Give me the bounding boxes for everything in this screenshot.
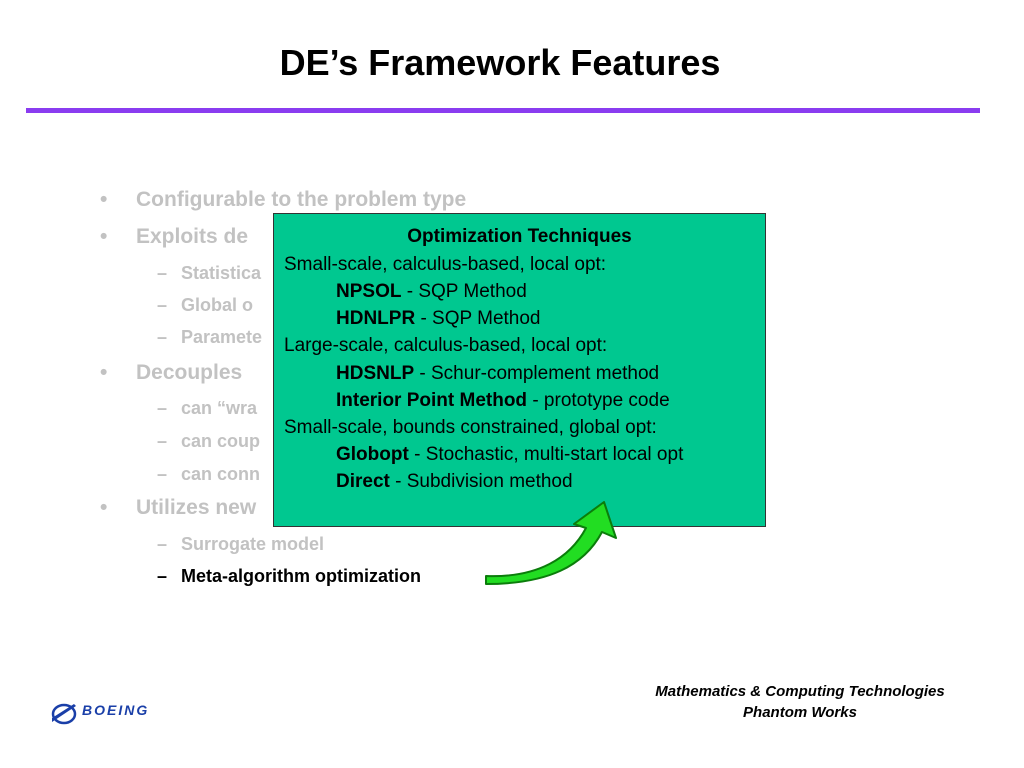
- method-name: NPSOL: [336, 281, 402, 302]
- title-divider: [26, 108, 980, 113]
- method-name: Interior Point Method: [336, 390, 528, 411]
- bullet-item: • Exploits de: [100, 225, 248, 249]
- method-line: Globopt - Stochastic, multi-start local …: [336, 444, 683, 466]
- method-desc: - SQP Method: [415, 308, 541, 329]
- bullet-text: Exploits de: [136, 225, 249, 248]
- dash-glyph: –: [157, 263, 168, 283]
- method-line: NPSOL - SQP Method: [336, 281, 527, 303]
- dash-glyph: –: [157, 431, 168, 451]
- group-label: Small-scale, calculus-based, local opt:: [284, 254, 607, 275]
- dash-glyph: –: [157, 566, 168, 586]
- sub-bullet-text: Global o: [181, 295, 253, 315]
- method-line: Interior Point Method - prototype code: [336, 390, 670, 412]
- curved-arrow-icon: [485, 501, 617, 585]
- method-name: HDSNLP: [336, 363, 415, 384]
- method-line: Direct - Subdivision method: [336, 471, 573, 493]
- bullet-glyph: •: [100, 361, 108, 384]
- sub-bullet-text: Statistica: [181, 263, 262, 283]
- sub-bullet-item: –can coup: [157, 431, 260, 452]
- method-desc: - SQP Method: [401, 281, 527, 302]
- dash-glyph: –: [157, 398, 168, 418]
- dash-glyph: –: [157, 464, 168, 484]
- sub-bullet-item: –Global o: [157, 295, 253, 316]
- bullet-text: Decouples: [136, 361, 243, 384]
- bullet-glyph: •: [100, 188, 108, 211]
- bullet-text: Configurable to the problem type: [136, 188, 467, 211]
- sub-bullet-text: can conn: [181, 464, 261, 484]
- dash-glyph: –: [157, 327, 168, 347]
- bullet-text: Utilizes new: [136, 496, 257, 519]
- method-desc: - prototype code: [527, 390, 670, 411]
- callout-heading: Optimization Techniques: [407, 226, 632, 247]
- footer-line-1: Mathematics & Computing Technologies: [655, 683, 945, 700]
- bullet-item: • Configurable to the problem type: [100, 188, 466, 212]
- boeing-logo-icon: [51, 703, 77, 725]
- method-desc: - Schur-complement method: [414, 363, 660, 384]
- slide-title: DE’s Framework Features: [279, 42, 721, 83]
- sub-bullet-item: –can conn: [157, 464, 260, 485]
- sub-bullet-item: –Paramete: [157, 327, 262, 348]
- dash-glyph: –: [157, 295, 168, 315]
- boeing-wordmark: BOEING: [82, 702, 150, 718]
- sub-bullet-text: can coup: [181, 431, 261, 451]
- sub-bullet-text: Surrogate model: [181, 534, 325, 554]
- sub-bullet-text: can “wra: [181, 398, 258, 418]
- bullet-glyph: •: [100, 496, 108, 519]
- method-name: Direct: [336, 471, 390, 492]
- sub-bullet-item-active: –Meta-algorithm optimization: [157, 566, 421, 587]
- group-label: Large-scale, calculus-based, local opt:: [284, 335, 608, 356]
- method-desc: - Stochastic, multi-start local opt: [408, 444, 684, 465]
- method-name: Globopt: [336, 444, 409, 465]
- sub-bullet-text: Paramete: [181, 327, 263, 347]
- bullet-glyph: •: [100, 225, 108, 248]
- footer-line-2: Phantom Works: [743, 704, 857, 721]
- method-line: HDNLPR - SQP Method: [336, 308, 541, 330]
- optimization-techniques-callout: Optimization Techniques Small-scale, cal…: [273, 213, 766, 527]
- method-desc: - Subdivision method: [389, 471, 573, 492]
- sub-bullet-item: –Surrogate model: [157, 534, 324, 555]
- sub-bullet-item: –Statistica: [157, 263, 261, 284]
- bullet-item: • Decouples: [100, 361, 242, 385]
- bullet-item: • Utilizes new: [100, 496, 256, 520]
- dash-glyph: –: [157, 534, 168, 554]
- group-label: Small-scale, bounds constrained, global …: [284, 417, 657, 438]
- method-name: HDNLPR: [336, 308, 416, 329]
- sub-bullet-item: –can “wra: [157, 398, 257, 419]
- footer: Mathematics & Computing Technologies Pha…: [600, 681, 1000, 723]
- method-line: HDSNLP - Schur-complement method: [336, 363, 659, 385]
- sub-bullet-text: Meta-algorithm optimization: [181, 566, 421, 586]
